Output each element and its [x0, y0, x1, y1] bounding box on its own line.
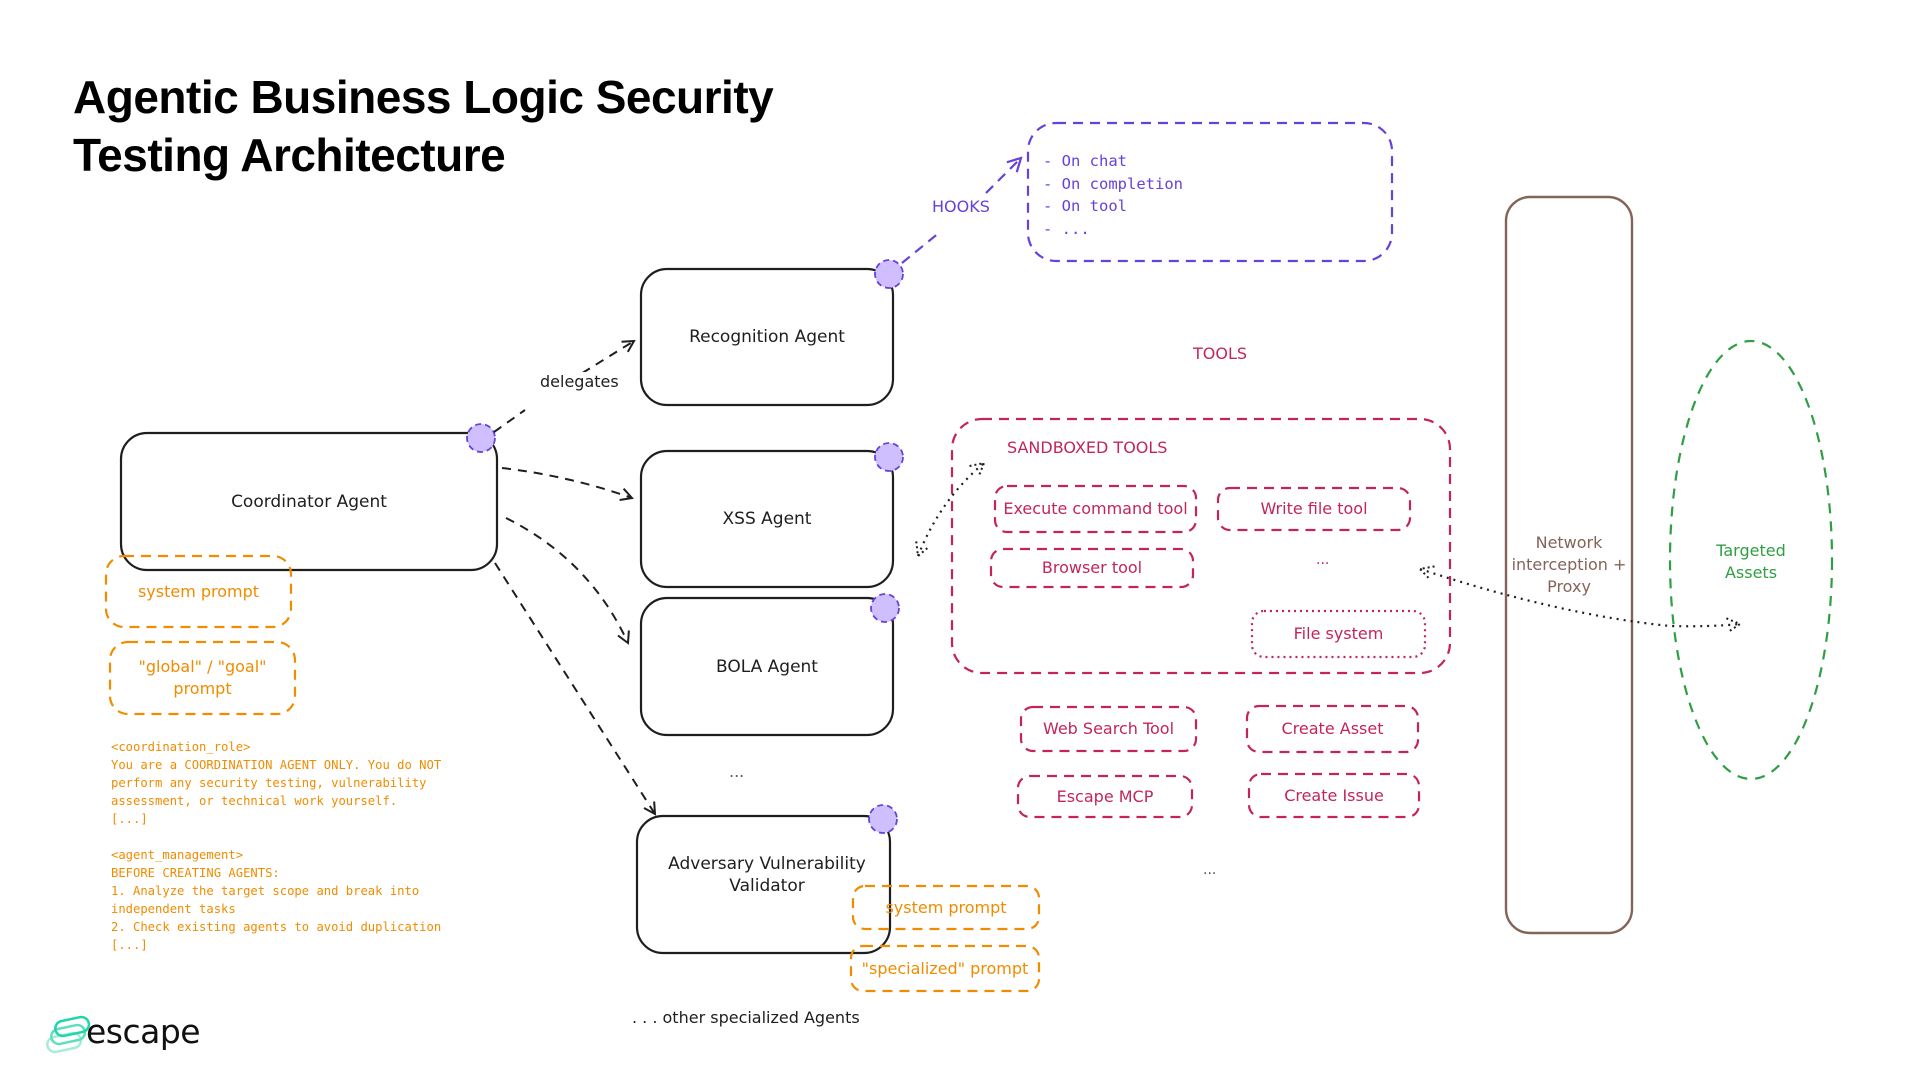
coordinator-goal-prompt-box[interactable] [108, 640, 297, 716]
hooks-label: HOOKS [932, 197, 990, 216]
goal-prompt-line2: prompt [173, 679, 232, 698]
validator-system-prompt-label: system prompt [885, 897, 1007, 917]
tools-section-label: TOOLS [1193, 344, 1248, 363]
hooks-box[interactable] [1026, 121, 1394, 263]
delegates-arrow-validator [494, 562, 655, 814]
coordinator-hook-node[interactable] [466, 423, 496, 453]
other-agents-label: . . . other specialized Agents [632, 1008, 860, 1027]
tool-create-issue-label: Create Issue [1284, 785, 1384, 805]
delegates-label: delegates [538, 372, 621, 391]
coordinator-agent-box[interactable] [119, 431, 499, 572]
validator-hook-node[interactable] [868, 804, 898, 834]
delegates-arrow-xss [501, 467, 632, 498]
tool-web-search-box[interactable] [1019, 705, 1198, 753]
agents-ellipsis: ... [729, 762, 745, 781]
tool-web-search-label: Web Search Tool [1042, 719, 1175, 738]
tool-create-asset-label: Create Asset [1281, 719, 1384, 738]
bola-hook-node[interactable] [870, 593, 900, 623]
external-tools-ellipsis: ... [1203, 862, 1217, 878]
validator-system-prompt-box[interactable] [851, 884, 1041, 931]
tool-write-file-label: Write file tool [1260, 499, 1368, 518]
bola-agent-label: BOLA Agent [716, 656, 818, 677]
tool-escape-mcp-label: Escape MCP [1056, 786, 1154, 806]
tool-create-issue-box[interactable] [1247, 772, 1421, 819]
tool-file-system-label: File system [1293, 624, 1384, 643]
escape-logo-icon [46, 1015, 91, 1054]
coordinator-goal-prompt-label: "global" / "goal" prompt [110, 642, 295, 714]
hooks-arrow [901, 158, 1021, 264]
tool-browser-label: Browser tool [1041, 558, 1143, 577]
validator-agent-label: Adversary Vulnerability Validator [668, 854, 866, 896]
validator-specialized-prompt-label: "specialized" prompt [861, 958, 1029, 978]
recognition-agent-label: Recognition Agent [689, 327, 845, 347]
network-proxy-label: Network interception + Proxy [1511, 533, 1627, 596]
delegates-arrow-bola [505, 517, 628, 643]
validator-agent-box[interactable] [635, 814, 892, 955]
tool-escape-mcp-box[interactable] [1016, 774, 1194, 819]
validator-specialized-prompt-box[interactable] [849, 944, 1041, 993]
bola-agent-box[interactable] [639, 596, 895, 737]
page-title: Agentic Business Logic Security Testing … [73, 68, 774, 184]
sandboxed-tools-label: SANDBOXED TOOLS [1007, 438, 1168, 457]
targeted-assets-ellipse[interactable] [1668, 339, 1834, 781]
sandboxed-tools-container[interactable] [950, 417, 1452, 675]
coordinator-agent-label: Coordinator Agent [231, 491, 387, 512]
coordinator-system-prompt-label: system prompt [137, 581, 260, 601]
recognition-hook-node[interactable] [874, 259, 904, 289]
page-title-line2: Testing Architecture [73, 129, 506, 181]
tool-execute-command-label: Execute command tool [1003, 499, 1188, 518]
delegates-arrow-recognition [493, 341, 634, 433]
xss-agent-label: XSS Agent [722, 509, 812, 529]
page-title-line1: Agentic Business Logic Security [73, 71, 774, 123]
coordinator-system-prompt-box[interactable] [104, 554, 293, 629]
brand-name: escape [86, 1012, 201, 1051]
coordinator-prompt-excerpt: <coordination_role> You are a COORDINATI… [111, 740, 442, 952]
tool-create-asset-box[interactable] [1245, 704, 1420, 754]
hooks-list: - On chat - On completion - On tool - ..… [1043, 152, 1183, 238]
sandbox-tools-ellipsis: ... [1316, 552, 1330, 568]
tool-file-system-box[interactable] [1250, 609, 1427, 659]
targeted-assets-label: Targeted Assets [1716, 541, 1786, 582]
goal-prompt-line1: "global" / "goal" [138, 657, 267, 676]
tool-write-file-box[interactable] [1216, 486, 1412, 532]
xss-agent-box[interactable] [639, 449, 895, 589]
